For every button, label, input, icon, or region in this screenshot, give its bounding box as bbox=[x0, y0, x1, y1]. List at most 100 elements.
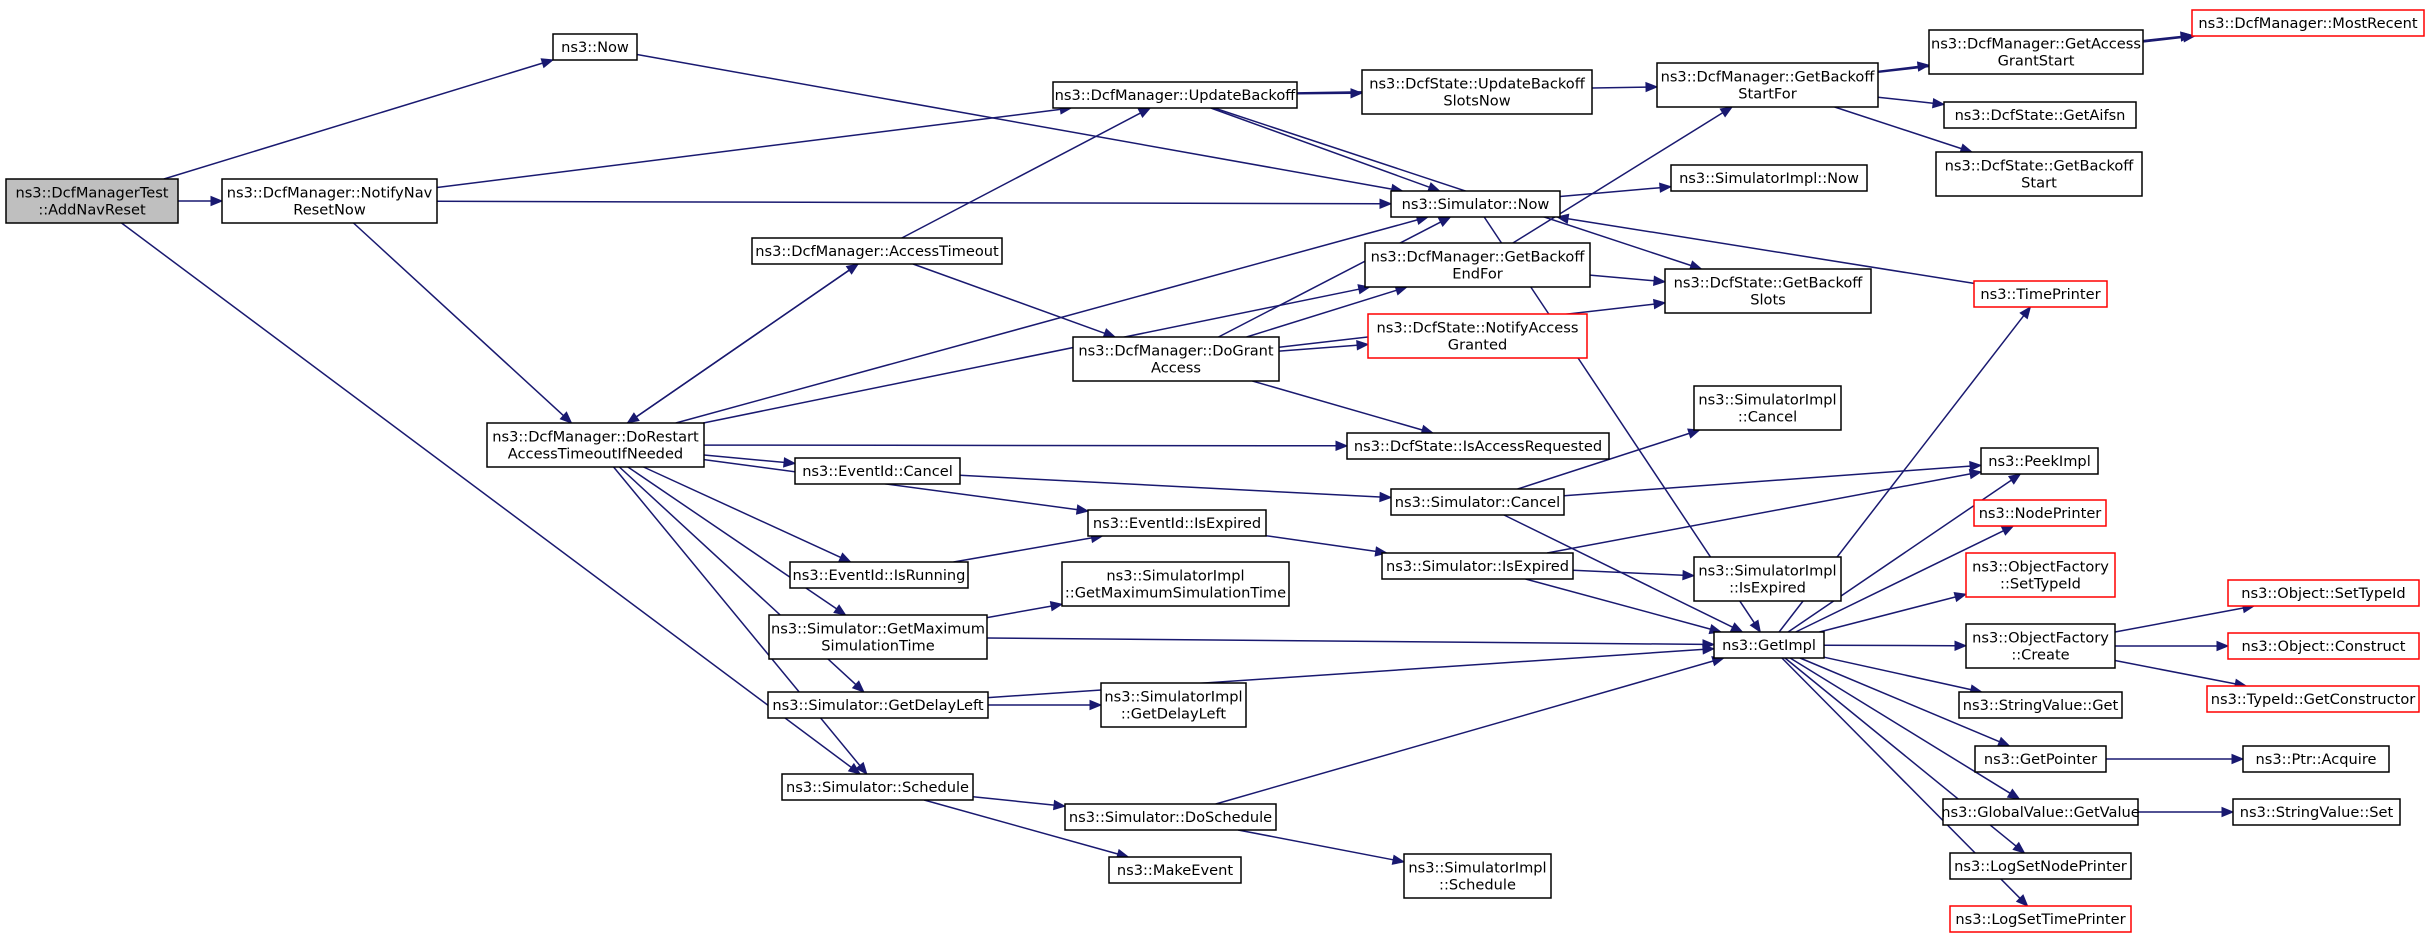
node-label-line: ns3::SimulatorImpl bbox=[1106, 568, 1244, 585]
node-box bbox=[1664, 268, 1872, 314]
node-box bbox=[1108, 856, 1242, 884]
edge-getmaxsim-to-simimplgetmax bbox=[986, 601, 1064, 619]
node-box bbox=[2227, 632, 2420, 660]
node-makeevent[interactable]: ns3::MakeEvent bbox=[1108, 856, 1242, 884]
node-box bbox=[767, 691, 989, 719]
node-simimplschedule[interactable]: ns3::SimulatorImpl::Schedule bbox=[1403, 853, 1552, 899]
node-objconstruct[interactable]: ns3::Object::Construct bbox=[2227, 632, 2420, 660]
node-label-line: ns3::StringValue::Set bbox=[2240, 804, 2394, 821]
node-getaifsn[interactable]: ns3::DcfState::GetAifsn bbox=[1943, 101, 2137, 129]
node-doschedule[interactable]: ns3::Simulator::DoSchedule bbox=[1064, 803, 1277, 831]
node-label-line: ns3::DcfManager::UpdateBackoff bbox=[1055, 87, 1297, 104]
node-root: ns3::DcfManagerTest::AddNavReset bbox=[5, 178, 179, 224]
node-mostrecent[interactable]: ns3::DcfManager::MostRecent bbox=[2191, 9, 2425, 37]
node-label-line: ns3::GetImpl bbox=[1722, 637, 1816, 654]
node-stringvalueget[interactable]: ns3::StringValue::Get bbox=[1958, 691, 2123, 719]
node-label-line: ns3::PeekImpl bbox=[1988, 453, 2091, 470]
node-schedule[interactable]: ns3::Simulator::Schedule bbox=[781, 773, 974, 801]
node-peekimpl[interactable]: ns3::PeekImpl bbox=[1980, 447, 2099, 475]
node-label-line: ns3::DcfManager::GetBackoff bbox=[1371, 249, 1586, 266]
edge-updatebackoff-to-getbackoffslots bbox=[1214, 107, 1703, 271]
node-box bbox=[1973, 499, 2107, 527]
node-simcancel[interactable]: ns3::Simulator::Cancel bbox=[1390, 488, 1565, 516]
node-globalvalueget[interactable]: ns3::GlobalValue::GetValue bbox=[1941, 798, 2140, 826]
node-simimplnow[interactable]: ns3::SimulatorImpl::Now bbox=[1670, 164, 1868, 192]
node-box bbox=[1064, 803, 1277, 831]
edge-accesstimeout-to-updatebackoff bbox=[901, 107, 1152, 239]
node-simimplisexpired[interactable]: ns3::SimulatorImpl::IsExpired bbox=[1693, 556, 1842, 602]
node-evisrunning[interactable]: ns3::EventId::IsRunning bbox=[789, 561, 969, 589]
edge-evisexpired-to-simisexpired bbox=[1265, 534, 1389, 557]
node-ptracquire[interactable]: ns3::Ptr::Acquire bbox=[2242, 745, 2390, 773]
node-timeprinter[interactable]: ns3::TimePrinter bbox=[1973, 280, 2108, 308]
node-getpointer[interactable]: ns3::GetPointer bbox=[1974, 745, 2107, 773]
edge-getbackoffendfor-to-getbackoffslots bbox=[1589, 274, 1667, 286]
node-box bbox=[1693, 556, 1842, 602]
node-label-line: ns3::EventId::Cancel bbox=[802, 463, 953, 480]
edge-notifynav-to-simnow bbox=[436, 198, 1393, 209]
edge-ofcreate-to-objsettypeid bbox=[2114, 602, 2256, 633]
node-evcancel[interactable]: ns3::EventId::Cancel bbox=[794, 457, 961, 485]
node-accesstimeout[interactable]: ns3::DcfManager::AccessTimeout bbox=[751, 237, 1003, 265]
node-getmaxsim[interactable]: ns3::Simulator::GetMaximumSimulationTime bbox=[768, 614, 988, 660]
node-typeidgetconstructor[interactable]: ns3::TypeId::GetConstructor bbox=[2206, 685, 2420, 713]
edge-now-to-simnow bbox=[636, 53, 1404, 195]
node-updatebackoff[interactable]: ns3::DcfManager::UpdateBackoff bbox=[1052, 81, 1298, 109]
node-label-line: Start bbox=[2021, 175, 2057, 192]
node-simimplcancel[interactable]: ns3::SimulatorImpl::Cancel bbox=[1693, 385, 1842, 431]
node-label-line: ns3::DcfManager::AccessTimeout bbox=[755, 243, 999, 260]
node-label-line: ns3::ObjectFactory bbox=[1972, 630, 2109, 647]
node-label-line: StartFor bbox=[1738, 86, 1796, 103]
edge-getimpl-to-globalvalueget bbox=[1789, 657, 2021, 800]
edge-getdelayleft-to-simimplgetdelay bbox=[988, 699, 1103, 711]
node-label-line: ns3::NodePrinter bbox=[1979, 505, 2102, 522]
node-logsettimeprinter[interactable]: ns3::LogSetTimePrinter bbox=[1949, 905, 2132, 933]
node-evisexpired[interactable]: ns3::EventId::IsExpired bbox=[1087, 509, 1267, 537]
node-label-line: ns3::Simulator::Now bbox=[1402, 196, 1550, 213]
edge-getimpl-to-stringvalueget bbox=[1823, 656, 1983, 695]
node-getdelayleft[interactable]: ns3::Simulator::GetDelayLeft bbox=[767, 691, 989, 719]
node-stringvalueset[interactable]: ns3::StringValue::Set bbox=[2232, 798, 2401, 826]
node-label-line: ::Schedule bbox=[1439, 877, 1516, 894]
node-ofsettypeid[interactable]: ns3::ObjectFactory::SetTypeId bbox=[1965, 552, 2116, 598]
node-now[interactable]: ns3::Now bbox=[552, 33, 638, 61]
node-label-line: ns3::Simulator::IsExpired bbox=[1386, 558, 1569, 575]
edge-ofcreate-to-typeidgetconstructor bbox=[2114, 659, 2248, 689]
node-box bbox=[751, 237, 1003, 265]
node-simimplgetmax[interactable]: ns3::SimulatorImpl::GetMaximumSimulation… bbox=[1061, 561, 1290, 607]
node-logsetnodeprinter[interactable]: ns3::LogSetNodePrinter bbox=[1949, 852, 2132, 880]
node-label-line: ns3::DcfManager::GetAccess bbox=[1931, 36, 2141, 53]
node-dorestart[interactable]: ns3::DcfManager::DoRestartAccessTimeoutI… bbox=[486, 422, 705, 468]
node-label-line: ns3::SimulatorImpl bbox=[1104, 689, 1242, 706]
edge-getimpl-to-ofcreate bbox=[1823, 640, 1968, 651]
node-simisexpired[interactable]: ns3::Simulator::IsExpired bbox=[1381, 552, 1574, 580]
node-box bbox=[1390, 190, 1561, 218]
node-simimplgetdelay[interactable]: ns3::SimulatorImpl::GetDelayLeft bbox=[1100, 682, 1247, 728]
node-label-line: ns3::DcfManagerTest bbox=[15, 185, 168, 202]
node-isaccessrequested[interactable]: ns3::DcfState::IsAccessRequested bbox=[1346, 432, 1610, 460]
node-ofcreate[interactable]: ns3::ObjectFactory::Create bbox=[1965, 623, 2116, 669]
node-box bbox=[1670, 164, 1868, 192]
node-simnow[interactable]: ns3::Simulator::Now bbox=[1390, 190, 1561, 218]
node-label-line: Slots bbox=[1750, 292, 1786, 309]
node-nodeprinter[interactable]: ns3::NodePrinter bbox=[1973, 499, 2107, 527]
edge-dorestart-to-getmaxsim bbox=[627, 466, 847, 616]
node-box bbox=[1943, 101, 2137, 129]
edge-dogrant-to-isaccessrequested bbox=[1252, 380, 1435, 435]
node-box bbox=[1052, 81, 1298, 109]
edge-updatebackoff-to-simnow bbox=[1210, 107, 1441, 193]
node-box bbox=[1974, 745, 2107, 773]
node-objsettypeid[interactable]: ns3::Object::SetTypeId bbox=[2227, 579, 2420, 607]
edge-evisrunning-to-evisexpired bbox=[953, 532, 1104, 563]
node-getimpl[interactable]: ns3::GetImpl bbox=[1713, 631, 1825, 659]
edge-root-to-notifynav bbox=[178, 195, 224, 207]
